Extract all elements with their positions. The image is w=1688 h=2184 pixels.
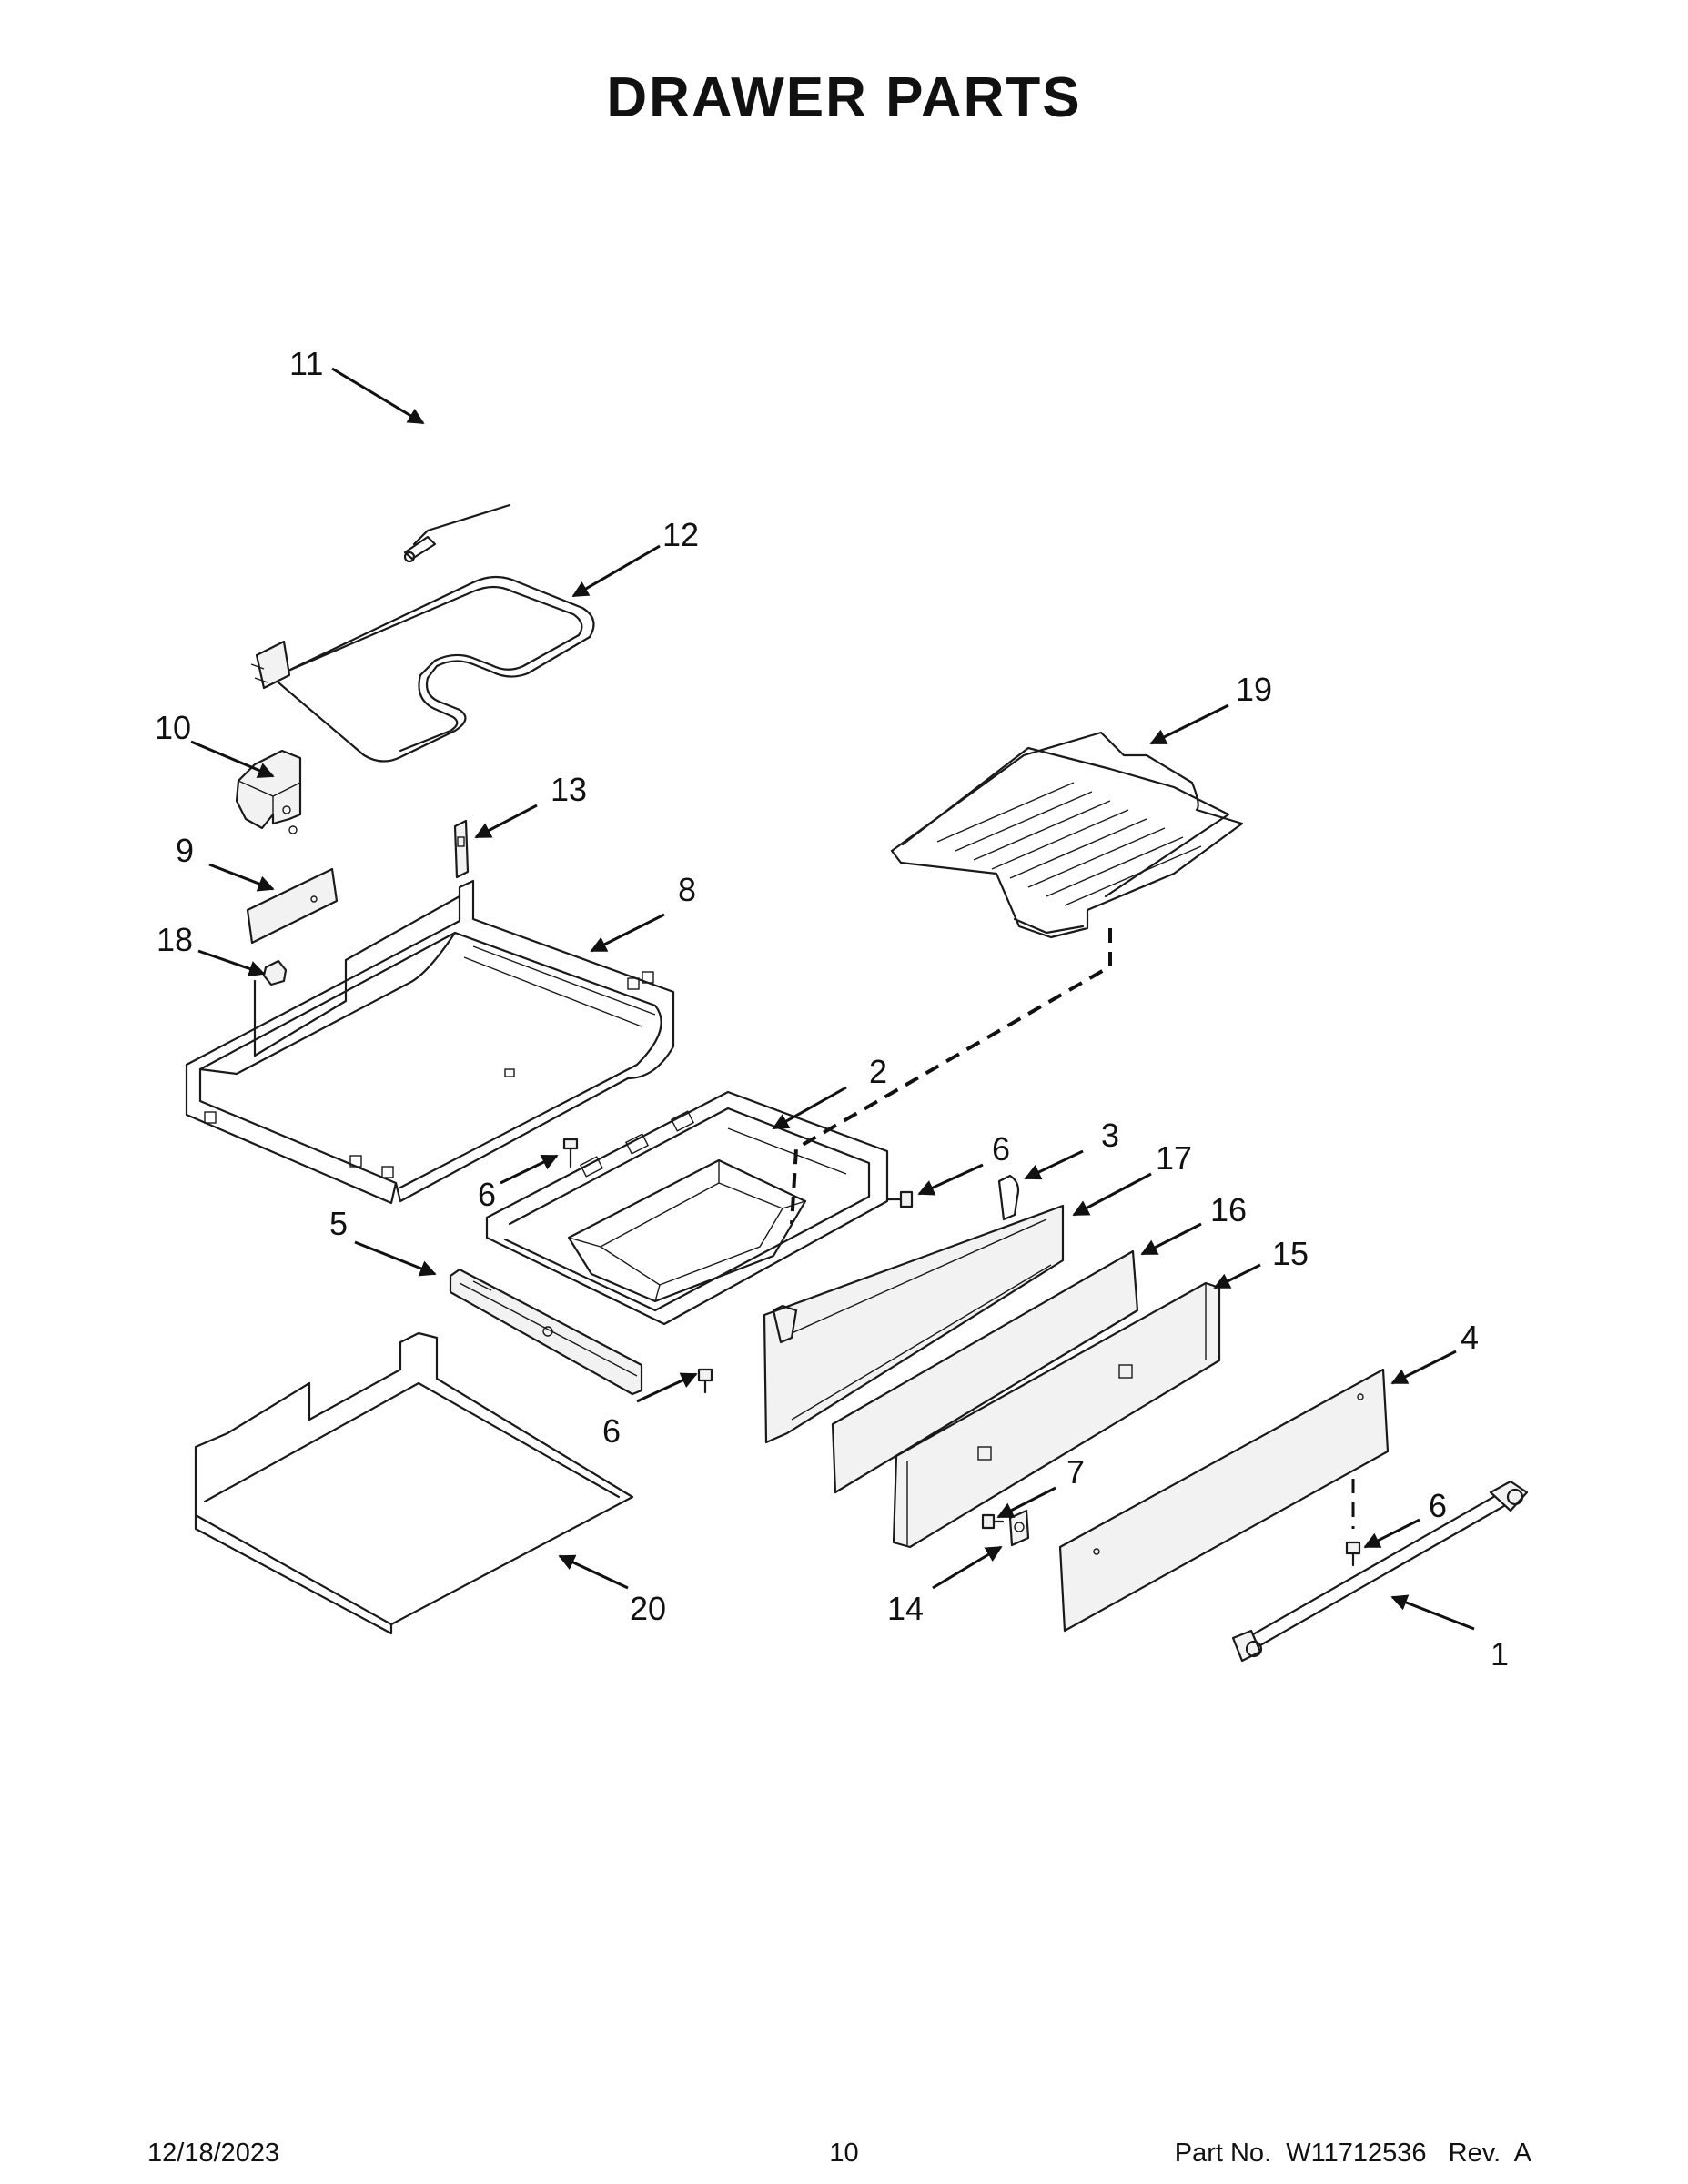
callout-13: 13 <box>551 771 587 808</box>
part-6-screw-upper[interactable] <box>562 1138 579 1168</box>
callout-6-right: 6 <box>992 1130 1010 1168</box>
callout-7: 7 <box>1066 1453 1085 1491</box>
callout-leaders <box>190 367 1475 1631</box>
callout-16: 16 <box>1210 1191 1247 1228</box>
callout-1: 1 <box>1491 1635 1509 1673</box>
callout-4: 4 <box>1461 1319 1479 1356</box>
part-5-drawer-slide[interactable] <box>449 1268 643 1396</box>
callout-8: 8 <box>678 871 696 908</box>
part-6-screw-right[interactable] <box>885 1190 914 1208</box>
part-2-drawer-pan[interactable] <box>485 1090 889 1326</box>
callout-20: 20 <box>630 1590 666 1627</box>
callout-12: 12 <box>662 516 699 553</box>
footer-date: 12/18/2023 <box>147 2138 280 2168</box>
part-9-plate[interactable] <box>246 867 339 945</box>
part-7-screw[interactable] <box>981 1513 1005 1530</box>
callout-19: 19 <box>1236 671 1272 708</box>
part-20-bottom-panel[interactable] <box>194 1331 634 1635</box>
part-3-end-cap[interactable] <box>997 1174 1020 1221</box>
part-4-drawer-front[interactable] <box>1058 1368 1390 1633</box>
callout-6-upper: 6 <box>478 1176 496 1213</box>
callout-3: 3 <box>1101 1117 1119 1154</box>
callout-10: 10 <box>155 709 191 746</box>
page-title: DRAWER PARTS <box>606 66 1082 129</box>
alignment-dashed-line <box>790 928 1112 1225</box>
callout-9: 9 <box>176 832 194 869</box>
part-14-spacer[interactable] <box>1008 1509 1030 1547</box>
part-10-bracket[interactable] <box>235 749 302 834</box>
callout-6-lower: 6 <box>602 1412 621 1450</box>
part-6-screw-handle[interactable] <box>1345 1479 1361 1567</box>
part-15-outer-panel[interactable] <box>892 1281 1221 1549</box>
part-12-heating-element[interactable] <box>250 575 595 763</box>
callout-15: 15 <box>1272 1235 1309 1272</box>
part-13-clip[interactable] <box>453 819 470 879</box>
callout-5: 5 <box>329 1205 348 1242</box>
callout-17: 17 <box>1156 1139 1192 1177</box>
callout-18: 18 <box>157 921 193 958</box>
callout-2: 2 <box>869 1053 887 1090</box>
footer-part-number: Part No. W11712536 Rev. A <box>1174 2138 1531 2168</box>
part-1-handle[interactable] <box>1231 1480 1529 1663</box>
footer-page-number: 10 <box>829 2138 859 2168</box>
part-8-drawer-housing[interactable] <box>185 879 675 1205</box>
part-16-panel[interactable] <box>831 1249 1139 1494</box>
part-11-sensor[interactable] <box>403 503 511 563</box>
part-17-inner-panel[interactable] <box>763 1204 1065 1444</box>
callout-14: 14 <box>887 1590 924 1627</box>
part-19-rack[interactable] <box>890 731 1244 939</box>
part-6-screw-lower[interactable] <box>697 1368 713 1394</box>
callout-6-handle: 6 <box>1429 1487 1447 1524</box>
callout-labels: 11 12 10 9 13 8 18 19 2 6 6 3 17 16 15 4… <box>155 345 1509 1673</box>
callout-11: 11 <box>289 345 323 382</box>
part-18-connector[interactable] <box>262 959 288 986</box>
